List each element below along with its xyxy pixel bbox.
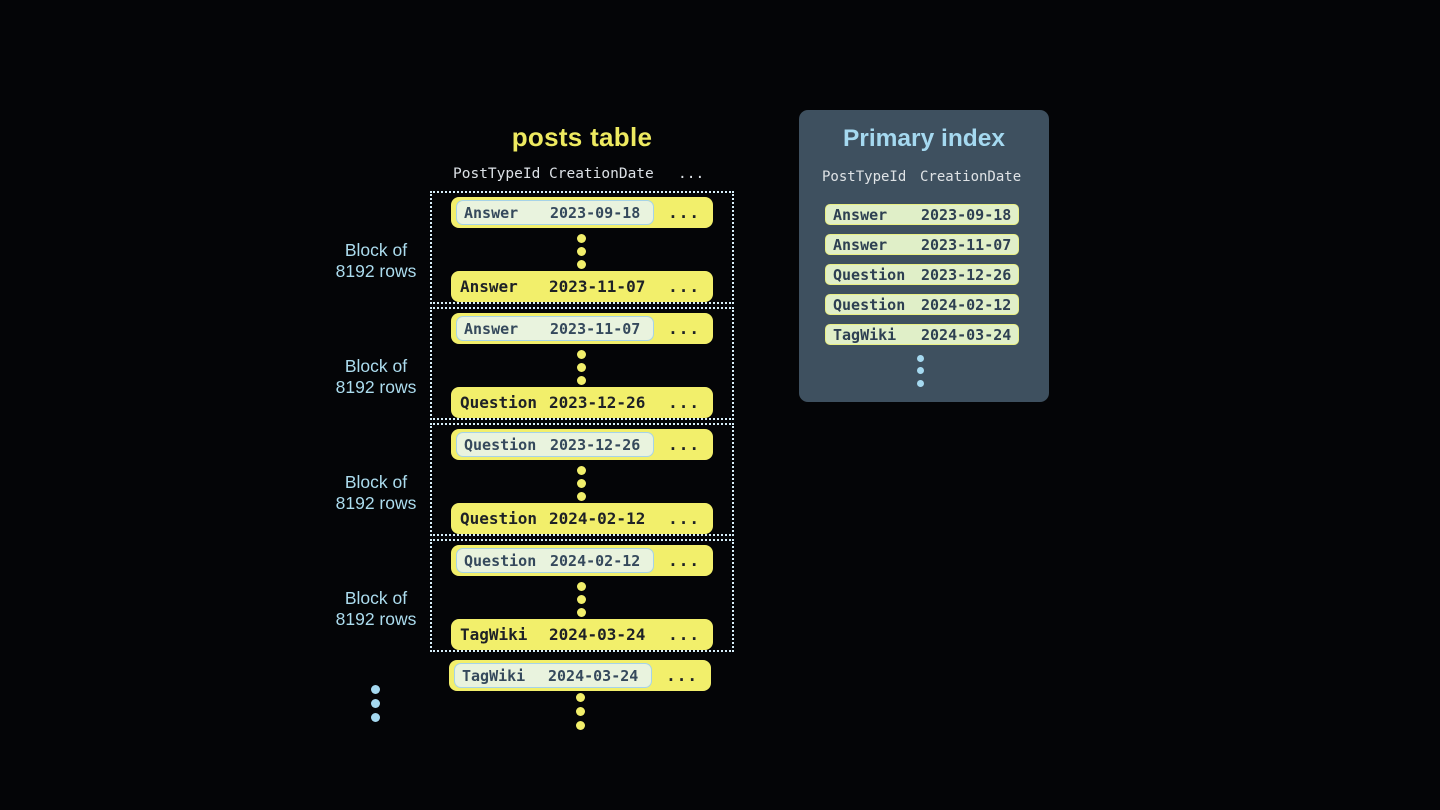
column-header-posttypeid: PostTypeId <box>453 166 541 182</box>
more-rows-ellipsis-dot <box>576 693 585 702</box>
indexed-row-highlight: Question 2024-02-12 <box>456 548 654 573</box>
vertical-ellipsis-dot <box>577 247 586 256</box>
table-row: Answer 2023-09-18 ... <box>451 197 713 228</box>
row-ellipsis: ... <box>668 277 700 296</box>
table-row: Answer 2023-11-07 ... <box>451 313 713 344</box>
index-entry: Answer 2023-09-18 <box>825 204 1019 225</box>
more-index-entries-ellipsis-dot <box>917 380 924 387</box>
index-entry: Question 2024-02-12 <box>825 294 1019 315</box>
more-blocks-ellipsis-dot <box>371 713 380 722</box>
row-block-3: Question 2023-12-26 ... Question 2024-02… <box>430 423 734 536</box>
primary-index-column-headers: PostTypeId CreationDate <box>799 169 1049 187</box>
more-index-entries-ellipsis-dot <box>917 355 924 362</box>
more-rows-ellipsis-dot <box>576 721 585 730</box>
primary-index-panel: Primary index PostTypeId CreationDate An… <box>799 110 1049 402</box>
more-blocks-ellipsis-dot <box>371 699 380 708</box>
table-row: Question 2023-12-26 ... <box>451 429 713 460</box>
block-label-4: Block of 8192 rows <box>335 588 417 629</box>
row-block-2: Answer 2023-11-07 ... Question 2023-12-2… <box>430 307 734 420</box>
table-row: Question 2023-12-26 ... <box>451 387 713 418</box>
table-row: Answer 2023-11-07 ... <box>451 271 713 302</box>
table-row: Question 2024-02-12 ... <box>451 503 713 534</box>
row-ellipsis: ... <box>668 435 700 454</box>
index-entry: TagWiki 2024-03-24 <box>825 324 1019 345</box>
indexed-row-highlight: Answer 2023-11-07 <box>456 316 654 341</box>
block-label-2: Block of 8192 rows <box>335 356 417 397</box>
row-block-1: Answer 2023-09-18 ... Answer 2023-11-07 … <box>430 191 734 304</box>
row-ellipsis: ... <box>668 509 700 528</box>
index-column-header-posttypeid: PostTypeId <box>822 169 907 185</box>
column-header-creationdate: CreationDate <box>549 166 654 182</box>
index-entry: Question 2023-12-26 <box>825 264 1019 285</box>
indexed-row-highlight: Answer 2023-09-18 <box>456 200 654 225</box>
block-label-1: Block of 8192 rows <box>335 240 417 281</box>
row-ellipsis: ... <box>668 551 700 570</box>
row-ellipsis: ... <box>666 666 698 685</box>
block-label-3: Block of 8192 rows <box>335 472 417 513</box>
column-header-more-columns: ... <box>678 166 705 182</box>
more-blocks-ellipsis-dot <box>371 685 380 694</box>
vertical-ellipsis-dot <box>577 260 586 269</box>
vertical-ellipsis-dot <box>577 479 586 488</box>
index-column-header-creationdate: CreationDate <box>920 169 1022 185</box>
vertical-ellipsis-dot <box>577 492 586 501</box>
vertical-ellipsis-dot <box>577 595 586 604</box>
more-index-entries-ellipsis-dot <box>917 367 924 374</box>
vertical-ellipsis-dot <box>577 608 586 617</box>
indexed-row-highlight: Question 2023-12-26 <box>456 432 654 457</box>
more-rows-ellipsis-dot <box>576 707 585 716</box>
row-ellipsis: ... <box>668 393 700 412</box>
row-ellipsis: ... <box>668 319 700 338</box>
vertical-ellipsis-dot <box>577 466 586 475</box>
table-row: TagWiki 2024-03-24 ... <box>451 619 713 650</box>
row-ellipsis: ... <box>668 203 700 222</box>
index-entry: Answer 2023-11-07 <box>825 234 1019 255</box>
vertical-ellipsis-dot <box>577 234 586 243</box>
vertical-ellipsis-dot <box>577 376 586 385</box>
table-row-next-block: TagWiki 2024-03-24 ... <box>449 660 711 691</box>
posts-table-column-headers: PostTypeId CreationDate ... <box>451 166 721 184</box>
row-ellipsis: ... <box>668 625 700 644</box>
row-block-4: Question 2024-02-12 ... TagWiki 2024-03-… <box>430 539 734 652</box>
primary-index-title: Primary index <box>842 125 1006 152</box>
vertical-ellipsis-dot <box>577 363 586 372</box>
vertical-ellipsis-dot <box>577 582 586 591</box>
indexed-row-highlight: TagWiki 2024-03-24 <box>454 663 652 688</box>
vertical-ellipsis-dot <box>577 350 586 359</box>
posts-table-title: posts table <box>511 122 653 152</box>
table-row: Question 2024-02-12 ... <box>451 545 713 576</box>
